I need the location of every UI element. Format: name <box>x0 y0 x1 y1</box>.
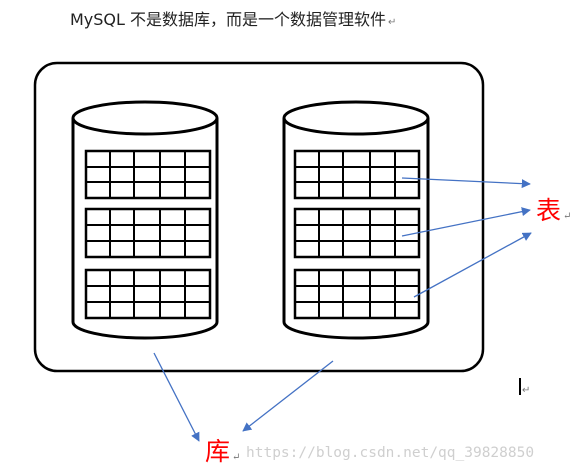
database-cylinder-right <box>282 100 430 340</box>
table-grid-right-2 <box>293 207 421 259</box>
table-grid-left-3 <box>84 268 212 320</box>
mysql-container <box>33 61 485 373</box>
cylinder-body-right <box>282 118 430 340</box>
table-grid-left-1 <box>84 149 212 200</box>
arrow-table-2 <box>401 207 531 237</box>
arrow-database-left <box>153 352 200 442</box>
table-grid-left-2 <box>84 207 212 259</box>
database-label: 库↵ <box>205 439 240 464</box>
paragraph-mark-icon: ↵ <box>388 17 397 28</box>
database-cylinder-left <box>71 100 219 340</box>
watermark: https://blog.csdn.net/qq_39828850 <box>246 445 535 461</box>
cylinder-top-right <box>282 100 430 136</box>
text-cursor-icon <box>519 378 521 395</box>
paragraph-mark-icon: ↵ <box>522 385 531 396</box>
caption-text: MySQL 不是数据库，而是一个数据管理软件 <box>70 10 387 29</box>
arrow-database-right <box>242 360 334 432</box>
database-arrows <box>153 352 334 442</box>
table-label: 表↵ <box>536 198 571 223</box>
paragraph-mark-icon: ↵ <box>232 452 241 463</box>
paragraph-mark-icon: ↵ <box>563 211 572 222</box>
table-grid-right-1 <box>293 149 421 200</box>
arrow-table-1 <box>401 177 531 189</box>
table-label-text: 表 <box>536 196 562 225</box>
cylinder-top-left <box>71 100 219 136</box>
table-arrows <box>401 177 532 298</box>
diagram-caption: MySQL 不是数据库，而是一个数据管理软件↵ <box>70 6 396 30</box>
table-grid-right-3 <box>293 268 421 320</box>
arrow-table-3 <box>413 232 532 298</box>
database-label-text: 库 <box>205 437 231 466</box>
cylinder-body-left <box>71 118 219 340</box>
